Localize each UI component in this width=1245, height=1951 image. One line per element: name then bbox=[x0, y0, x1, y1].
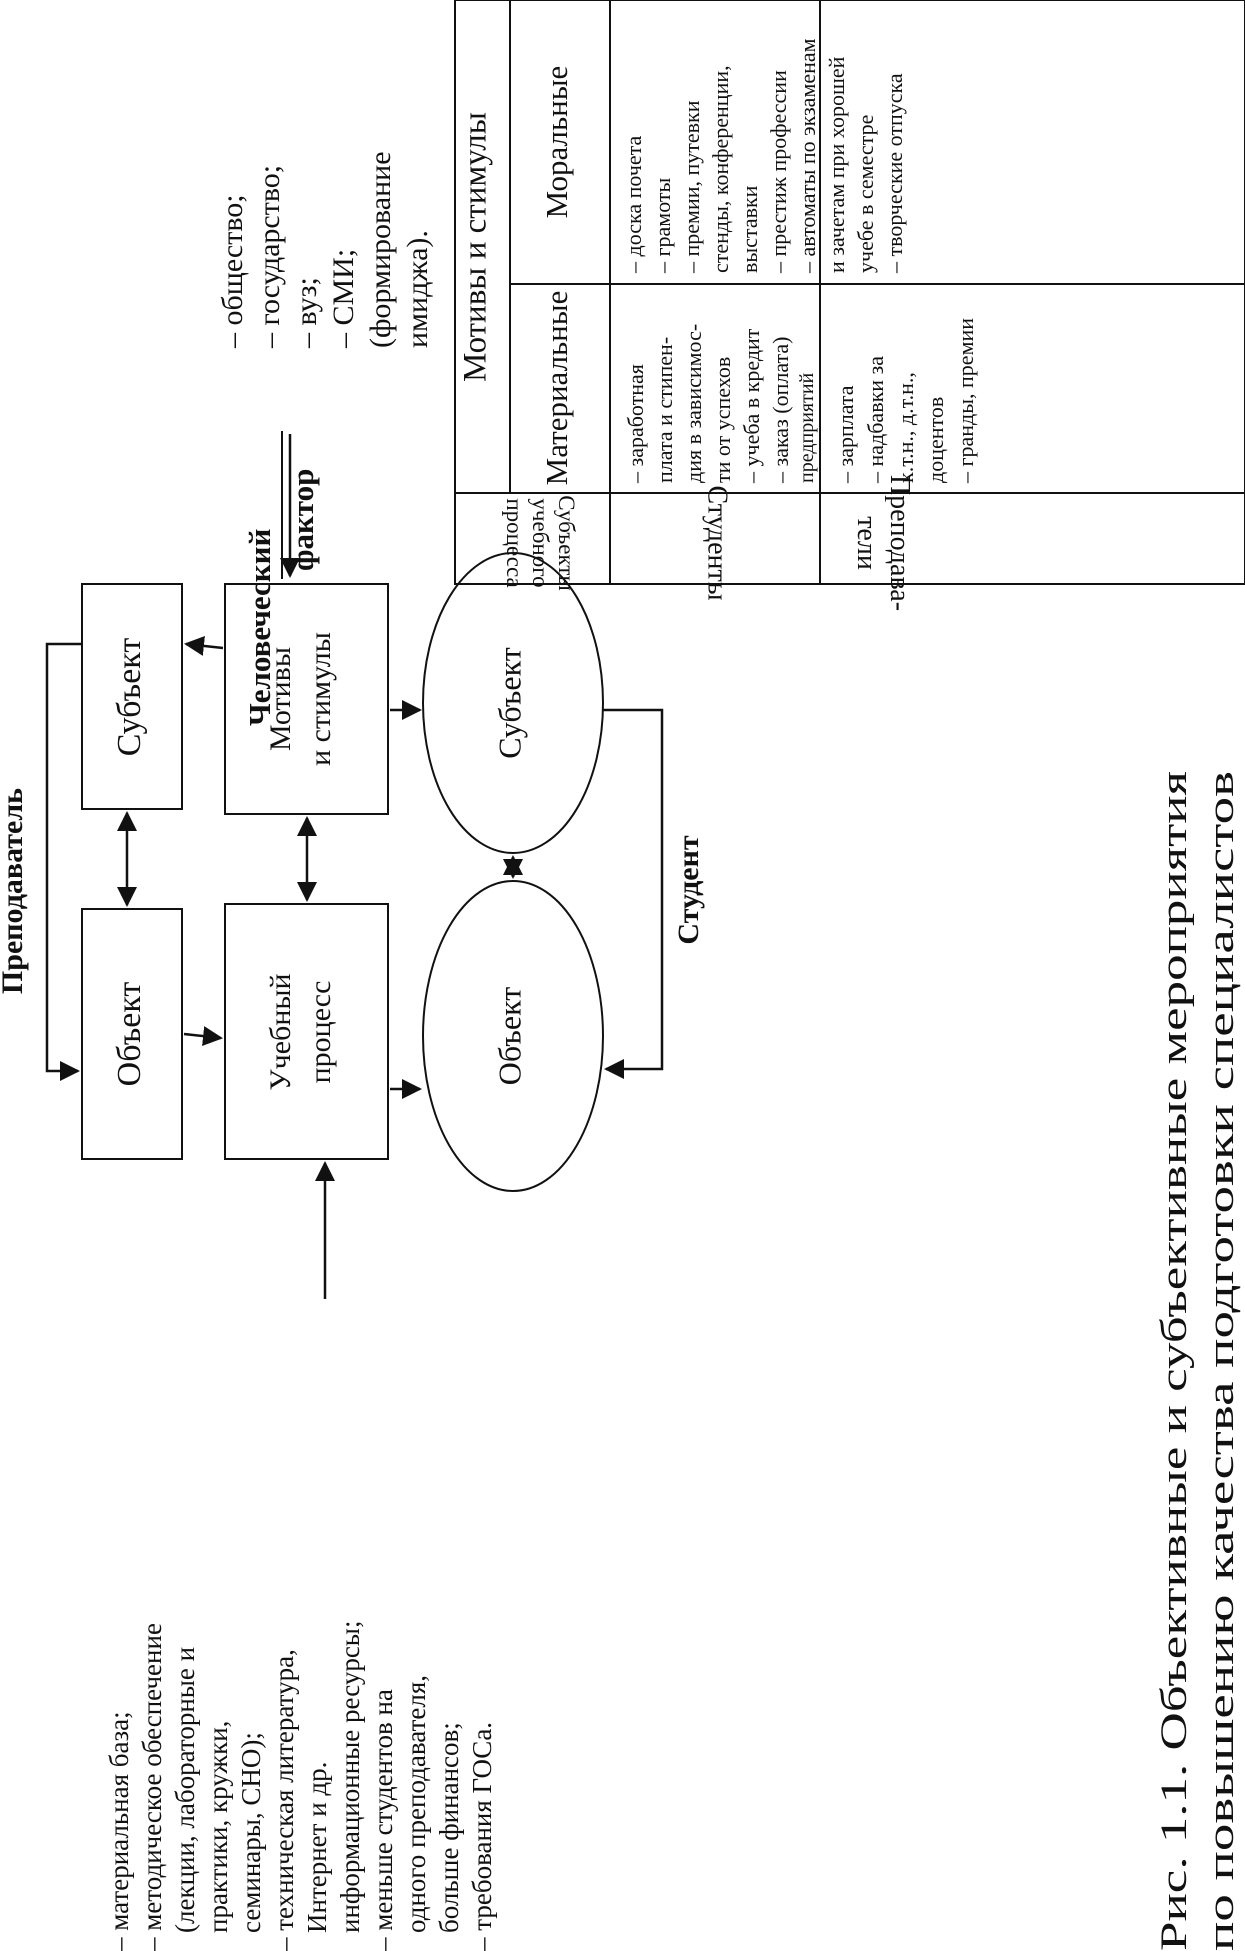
list-item: – техническая литература, bbox=[269, 1649, 299, 1951]
list-item: одного преподавателя, bbox=[401, 1675, 431, 1933]
student-feedback-arrow bbox=[602, 708, 664, 1079]
list-item: семинары, СНО); bbox=[236, 1732, 266, 1933]
list-item: ти от успехов bbox=[710, 357, 735, 483]
list-item: стенды, конференции, bbox=[708, 65, 733, 273]
list-item: – доска почета bbox=[621, 135, 646, 274]
student-label: Студент bbox=[672, 835, 705, 944]
list-item: больше финансов; bbox=[434, 1722, 464, 1933]
list-item: к.т.н., д.т.н., bbox=[893, 372, 918, 483]
teacher-label: Преподаватель bbox=[0, 788, 29, 994]
process-box bbox=[224, 903, 389, 1160]
list-item: – СМИ; bbox=[327, 249, 360, 349]
list-item: информационные ресурсы; bbox=[335, 1621, 365, 1933]
list-item: имиджа). bbox=[401, 230, 434, 348]
list-item: – заказ (оплата) bbox=[768, 336, 793, 484]
motives-box bbox=[224, 583, 389, 815]
list-item: и зачетам при хорошей bbox=[824, 56, 849, 273]
list-item: – грамоты bbox=[650, 177, 675, 274]
student-object-label: Объект bbox=[491, 987, 527, 1085]
list-item: дия в зависимос- bbox=[681, 324, 706, 483]
motives-to-subject-arrow bbox=[184, 635, 224, 656]
material-students-list: – заработная плата и стипен- дия в завис… bbox=[623, 324, 818, 484]
table-frame bbox=[454, 0, 1245, 585]
list-item: – методическое обеспечение bbox=[137, 1623, 167, 1951]
motives-table bbox=[454, 0, 1245, 585]
object-to-process-arrow bbox=[183, 1026, 223, 1047]
figure-caption: по повышению качества подготовки специал… bbox=[1201, 771, 1242, 1951]
list-item: – надбавки за bbox=[863, 356, 888, 484]
list-item: учебе в семестре bbox=[853, 115, 878, 273]
list-item: (формирование bbox=[364, 151, 397, 348]
list-item: – общество; bbox=[216, 194, 249, 349]
table-col-header-material: Материальные bbox=[539, 291, 574, 486]
list-item: – заработная bbox=[623, 364, 648, 484]
list-item: предприятий bbox=[796, 372, 818, 483]
table-col-header-moral: Моральные bbox=[539, 66, 574, 219]
list-item: – учеба в кредит bbox=[739, 328, 764, 484]
list-item: – престиж профессии bbox=[766, 70, 791, 274]
list-item: – меньше студентов на bbox=[368, 1689, 398, 1951]
list-item: Интернет и др. bbox=[302, 1762, 332, 1933]
list-item: – материальная база; bbox=[104, 1711, 134, 1951]
table-group-header: Мотивы и стимулы bbox=[458, 112, 494, 382]
student-subject-label: Субъект bbox=[491, 647, 527, 758]
list-item: плата и стипен- bbox=[652, 337, 677, 483]
list-item: – вуз; bbox=[290, 277, 323, 349]
list-item: практики, кружки, bbox=[203, 1721, 233, 1933]
list-item: выставки bbox=[737, 185, 762, 273]
teacher-subject-label: Субъект bbox=[111, 638, 148, 757]
table-corner-label: Субъектыучебногопроцесса bbox=[502, 495, 579, 591]
list-item: – творческие отпуска bbox=[882, 73, 907, 274]
list-item: – автоматы по экзаменам bbox=[795, 38, 820, 274]
list-item: – премии, путевки bbox=[679, 100, 704, 274]
teacher-object-label: Объект bbox=[111, 982, 148, 1087]
figure-caption: Рис. 1.1. Объективные и субъективные мер… bbox=[1154, 771, 1195, 1951]
human-factor-list: – общество; – государство; – вуз; – СМИ;… bbox=[216, 151, 434, 349]
list-item: – государство; bbox=[253, 165, 286, 349]
moral-items-list: – доска почета – грамоты – премии, путев… bbox=[621, 38, 907, 274]
list-item: доцентов bbox=[923, 397, 948, 483]
list-item: – зарплата bbox=[833, 385, 858, 484]
list-item: – гранды, премии bbox=[953, 318, 978, 484]
table-row-header-students: Студенты bbox=[702, 485, 733, 600]
objective-factors-list: – материальная база; – методическое обес… bbox=[104, 1621, 497, 1951]
teacher-object-box bbox=[81, 908, 183, 1160]
list-item: – требования ГОСа. bbox=[467, 1722, 497, 1951]
student-object-ellipse bbox=[422, 880, 604, 1192]
list-item: (лекции, лабораторные и bbox=[170, 1647, 200, 1933]
subject-to-object-feedback-arrow bbox=[45, 642, 82, 1081]
material-teachers-list: – зарплата – надбавки за к.т.н., д.т.н.,… bbox=[833, 318, 978, 484]
student-subject-ellipse bbox=[422, 552, 604, 854]
table-row-header-teachers: Преподава-тели bbox=[851, 475, 915, 611]
teacher-subject-box bbox=[81, 583, 183, 810]
